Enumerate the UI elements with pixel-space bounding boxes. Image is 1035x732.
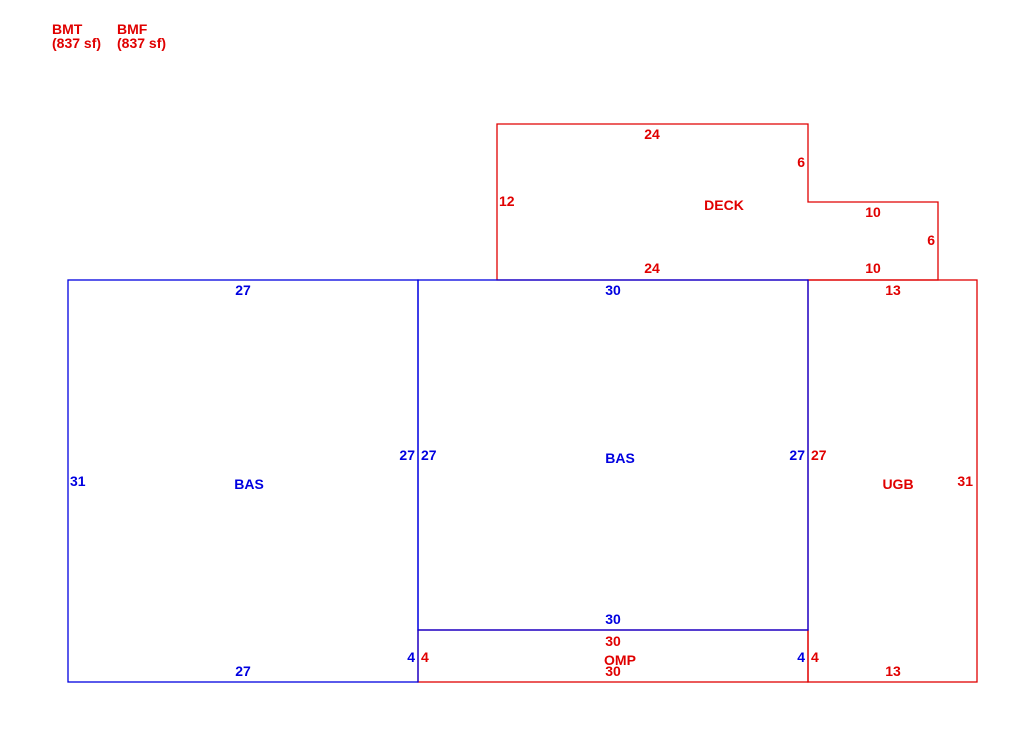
dim-bas-center-bottom: 30 xyxy=(605,611,621,627)
dim-ugb-right: 31 xyxy=(957,473,973,489)
header-square-feet: (837 sf) xyxy=(52,35,102,51)
dim-ugb-top: 13 xyxy=(885,282,901,298)
dim-deck-left: 12 xyxy=(499,193,515,209)
dim-omp-left: 4 xyxy=(421,649,429,665)
dim-bas-left-left: 31 xyxy=(70,473,86,489)
dim-bas-center-left: 27 xyxy=(421,447,437,463)
header-square-feet: (837 sf) xyxy=(117,35,167,51)
dim-deck-top: 24 xyxy=(644,126,660,142)
area-label-deck: DECK xyxy=(704,197,744,213)
dim-bas-left-bottom: 27 xyxy=(235,663,251,679)
header-area-bmf: BMF (837 sf) xyxy=(117,22,166,50)
dim-omp-right: 4 xyxy=(797,649,805,665)
dim-deck-right: 6 xyxy=(927,232,935,248)
bas-center-outline xyxy=(417,279,809,631)
dim-ugb-left-lower: 4 xyxy=(811,649,819,665)
area-label-bas-center: BAS xyxy=(605,450,635,466)
dim-omp-bottom: 30 xyxy=(605,663,621,679)
dim-deck-bottom-ext: 10 xyxy=(865,260,881,276)
living-outlines xyxy=(67,279,809,683)
dim-omp-top: 30 xyxy=(605,633,621,649)
dim-bas-center-top: 30 xyxy=(605,282,621,298)
header-area-bmt: BMT (837 sf) xyxy=(52,22,101,50)
area-label-ugb: UGB xyxy=(882,476,913,492)
dim-bas-center-right: 27 xyxy=(789,447,805,463)
area-label-omp: OMP xyxy=(604,652,636,668)
dim-bas-left-right: 27 xyxy=(399,447,415,463)
dim-ugb-left: 27 xyxy=(811,447,827,463)
area-label-bas-left: BAS xyxy=(234,476,264,492)
dim-deck-bottom-main: 24 xyxy=(644,260,660,276)
header-code: BMF xyxy=(117,21,148,37)
dim-bas-left-top: 27 xyxy=(235,282,251,298)
dim-ugb-bottom: 13 xyxy=(885,663,901,679)
dim-deck-step: 6 xyxy=(797,154,805,170)
dim-deck-ledge: 10 xyxy=(865,204,881,220)
header-code: BMT xyxy=(52,21,83,37)
dim-bas-left-right-lower: 4 xyxy=(407,649,415,665)
